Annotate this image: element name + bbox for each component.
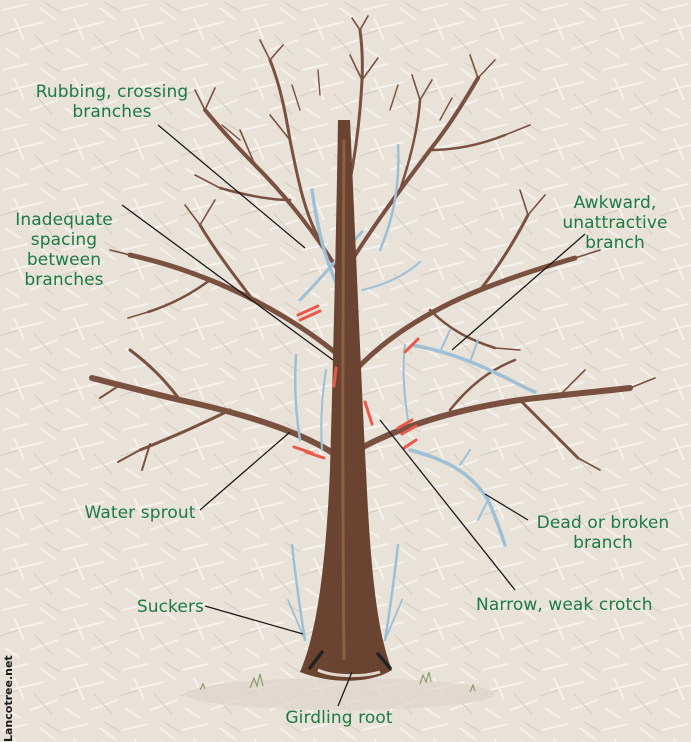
label-inadequate-spacing: Inadequate spacing between branches xyxy=(10,210,118,290)
label-water-sprout: Water sprout xyxy=(78,503,202,523)
label-awkward-branch: Awkward, unattractive branch xyxy=(550,193,680,253)
label-suckers: Suckers xyxy=(126,597,204,617)
label-girdling-root: Girdling root xyxy=(264,708,414,728)
watermark: Lancotree.net xyxy=(2,655,15,742)
label-dead-or-broken-branch: Dead or broken branch xyxy=(528,513,678,553)
label-rubbing-crossing-branches: Rubbing, crossing branches xyxy=(24,82,200,122)
label-narrow-weak-crotch: Narrow, weak crotch xyxy=(476,595,676,615)
